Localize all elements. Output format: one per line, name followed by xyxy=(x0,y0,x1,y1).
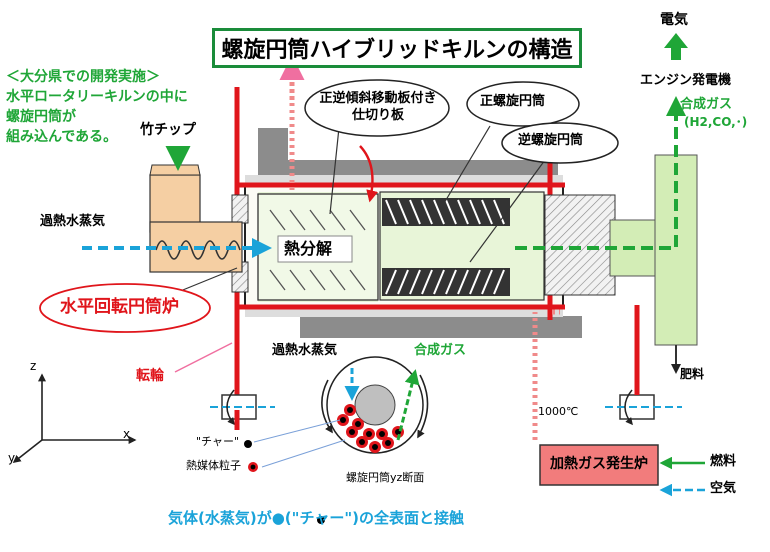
char-label: "チャー" xyxy=(196,435,240,448)
partition-callout-ellipse xyxy=(304,79,450,137)
development-note: ＜大分県での開発実施＞ 水平ロータリーキルンの中に 螺旋円筒が 組み込んである。 xyxy=(6,67,188,147)
temperature-label: 1000℃ xyxy=(538,405,579,418)
forward-spiral-label: 正螺旋円筒 xyxy=(480,94,546,109)
partition-callout-label: 正逆傾斜移動板付き仕切り板 xyxy=(319,91,437,123)
left-bearing xyxy=(210,389,275,426)
note-line-1: ＜大分県での開発実施＞ xyxy=(6,69,160,85)
diagram-title: 螺旋円筒ハイブリッドキルンの構造 xyxy=(212,28,582,68)
bottom-caption: 気体(水蒸気)が●("チャー")の全表面と接触 xyxy=(168,509,464,527)
axis-z-label: z xyxy=(30,359,37,373)
note-line-3: 螺旋円筒が xyxy=(6,109,76,125)
callout-leaders xyxy=(167,117,546,297)
hopper-feeder xyxy=(149,146,243,273)
tire-leader xyxy=(174,342,233,373)
syngas-right-label: 合成ガス xyxy=(680,97,733,112)
axes xyxy=(12,373,137,463)
forward-spiral-callout-ellipse xyxy=(466,81,580,127)
axis-y-label: y xyxy=(8,451,16,465)
section-caption-label: 螺旋円筒yz断面 xyxy=(346,471,425,484)
furnace-callout-ellipse xyxy=(39,283,211,333)
heating-gas-generator-label: 加熱ガス発生炉 xyxy=(550,456,648,472)
right-bearing xyxy=(605,389,682,426)
syngas-formula-label: (H2,CO,･) xyxy=(684,115,748,129)
note-line-2: 水平ロータリーキルンの中に xyxy=(6,89,188,105)
heat-medium-label: 熱媒体粒子 xyxy=(186,459,241,472)
bamboo-chip-label: 竹チップ xyxy=(140,122,196,138)
callout-arrow xyxy=(359,145,378,203)
syngas-path xyxy=(515,96,698,374)
axis-x-label: x xyxy=(123,427,131,441)
heating-gas-generator-box xyxy=(539,444,659,486)
electricity-arrow xyxy=(664,33,688,60)
superheated-steam-left-label: 過熱水蒸気 xyxy=(40,214,106,229)
air-label: 空気 xyxy=(710,481,737,496)
electricity-label: 電気 xyxy=(660,12,688,28)
syngas-section-label: 合成ガス xyxy=(414,343,467,358)
tire-label: 転輪 xyxy=(136,368,164,384)
note-line-4: 組み込んである。 xyxy=(6,129,118,145)
superheated-steam-section-label: 過熱水蒸気 xyxy=(272,343,338,358)
horizontal-rotary-furnace-label: 水平回転円筒炉 xyxy=(60,297,179,317)
reverse-spiral-label: 逆螺旋円筒 xyxy=(518,133,584,148)
caption-dot-icon xyxy=(317,516,325,524)
heating-gas-path xyxy=(289,68,560,440)
fertilizer-label: 肥料 xyxy=(680,367,705,381)
pyrolysis-label: 熱分解 xyxy=(284,239,333,258)
pyrolysis-label-box xyxy=(277,235,353,263)
engine-generator-label: エンジン発電機 xyxy=(640,73,732,88)
fuel-label: 燃料 xyxy=(710,454,737,469)
cross-section xyxy=(244,356,429,472)
reverse-spiral-callout-ellipse xyxy=(501,122,619,164)
